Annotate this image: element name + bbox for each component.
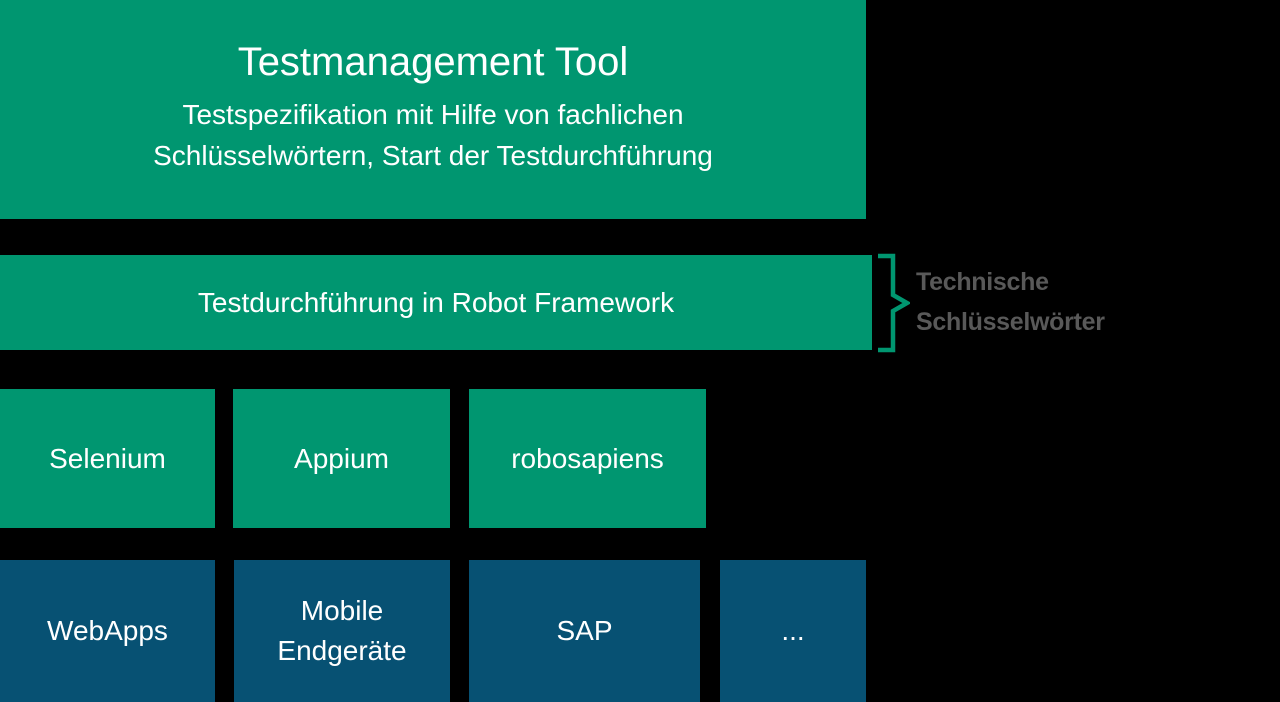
testmanagement-tool-subtitle: Testspezifikation mit Hilfe von fachlich…	[153, 94, 713, 176]
robot-framework-label: Testdurchführung in Robot Framework	[197, 286, 675, 318]
brace-label-line-1: Technische	[916, 268, 1049, 296]
subtitle-line-1: Testspezifikation mit Hilfe von fachlich…	[182, 99, 684, 130]
brace-label-line-2: Schlüsselwörter	[916, 308, 1105, 336]
target-label-ellipsis: ...	[781, 615, 805, 646]
subtitle-line-2: Schlüsselwörtern, Start der Testdurchfüh…	[153, 140, 713, 171]
target-label-mobile-line-2: Endgeräte	[277, 635, 407, 666]
library-label-robosapiens: robosapiens	[511, 442, 664, 474]
target-box-ellipsis: ...	[720, 560, 866, 702]
target-label-webapps: WebApps	[47, 615, 168, 646]
library-label-selenium: Selenium	[49, 442, 166, 474]
testmanagement-tool-box: Testmanagement Tool Testspezifikation mi…	[0, 0, 866, 219]
library-box-appium: Appium	[233, 389, 450, 528]
testmanagement-tool-title: Testmanagement Tool	[237, 40, 629, 84]
robot-framework-box: Testdurchführung in Robot Framework	[0, 255, 872, 350]
target-box-mobile-endgeraete: Mobile Endgeräte	[234, 560, 450, 702]
target-label-mobile-line-1: Mobile	[300, 595, 384, 626]
target-box-webapps: WebApps	[0, 560, 215, 702]
technische-schluesselwoerter-label: Technische Schlüsselwörter	[916, 262, 1105, 342]
curly-brace-icon	[876, 253, 910, 353]
target-label-sap: SAP	[556, 615, 613, 646]
library-label-appium: Appium	[294, 442, 389, 474]
target-box-sap: SAP	[469, 560, 700, 702]
library-box-selenium: Selenium	[0, 389, 215, 528]
library-box-robosapiens: robosapiens	[469, 389, 706, 528]
